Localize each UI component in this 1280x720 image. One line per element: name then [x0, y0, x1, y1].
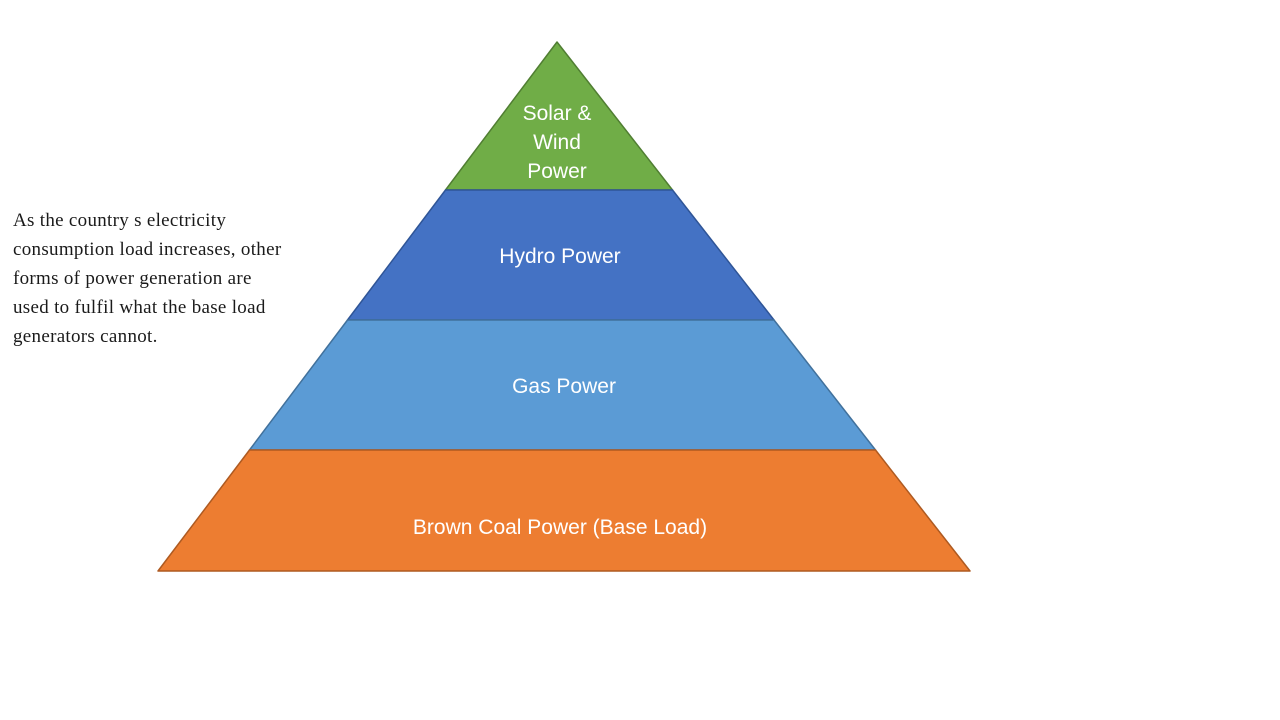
pyramid-layer-brown-coal — [157, 449, 971, 572]
annotation-note: As the country s electricity consumption… — [13, 206, 281, 351]
solar-wind-label-line-1: Solar & — [523, 102, 592, 125]
note-line: As the country s electricity — [13, 210, 227, 231]
hydro-label: Hydro Power — [499, 245, 620, 268]
brown-coal-label: Brown Coal Power (Base Load) — [413, 516, 707, 539]
note-line: used to fulfil what the base load — [13, 297, 266, 318]
gas-label: Gas Power — [512, 375, 616, 398]
note-line: consumption load increases, other — [13, 239, 282, 260]
note-line: forms of power generation are — [13, 268, 252, 289]
solar-wind-label-line-2: Wind — [533, 131, 581, 154]
solar-wind-label-line-3: Power — [527, 160, 587, 183]
note-line: generators cannot. — [13, 326, 158, 347]
